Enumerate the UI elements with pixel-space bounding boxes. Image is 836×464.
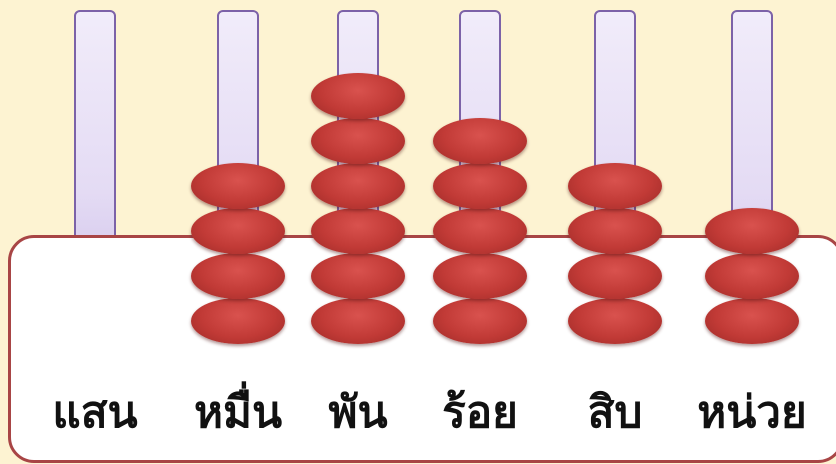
label-tens: สิบ <box>587 387 643 438</box>
abacus-bead <box>311 163 405 209</box>
abacus-bead <box>311 73 405 119</box>
abacus-bead <box>433 163 527 209</box>
abacus-bead <box>433 208 527 254</box>
abacus-bead <box>311 253 405 299</box>
label-thousands: พัน <box>328 387 388 438</box>
abacus-bead <box>433 118 527 164</box>
abacus-bead <box>568 163 662 209</box>
abacus-bead <box>568 253 662 299</box>
abacus-bead <box>568 208 662 254</box>
abacus-bead <box>311 298 405 344</box>
abacus-bead <box>191 208 285 254</box>
abacus-base <box>8 235 836 463</box>
abacus-bead <box>433 298 527 344</box>
abacus-bead <box>433 253 527 299</box>
abacus-bead <box>705 208 799 254</box>
abacus-bead <box>191 163 285 209</box>
label-hundreds: ร้อย <box>442 387 518 438</box>
abacus-bead <box>705 253 799 299</box>
label-hundred-thousands: แสน <box>52 387 138 438</box>
abacus-bead <box>191 298 285 344</box>
abacus-bead <box>191 253 285 299</box>
label-units: หน่วย <box>697 387 807 438</box>
abacus-bead <box>311 118 405 164</box>
abacus-bead <box>568 298 662 344</box>
label-ten-thousands: หมื่น <box>193 387 283 438</box>
abacus-bead <box>311 208 405 254</box>
abacus-bead <box>705 298 799 344</box>
